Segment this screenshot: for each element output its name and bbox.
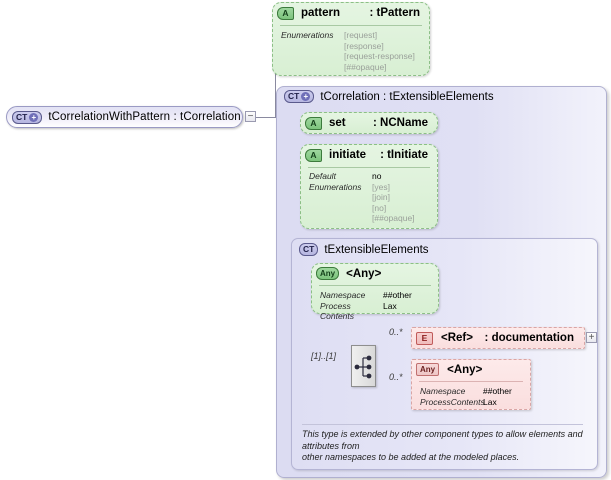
prop-key-spacer — [281, 62, 344, 73]
container-tCorrelation-label: tCorrelation : tExtensibleElements — [320, 90, 494, 103]
element-box-ref[interactable]: E <Ref> : documentation — [411, 327, 585, 349]
prop-value: [join] — [372, 192, 390, 202]
attribute-any-header: Any <Any> — [312, 264, 438, 283]
prop-value: [yes] — [372, 181, 390, 192]
attribute-initiate-header: A initiate : tInitiate — [301, 145, 437, 165]
sequence-compositor[interactable] — [351, 345, 376, 387]
attribute-box-initiate[interactable]: A initiate : tInitiate Default no Enumera… — [300, 144, 438, 229]
attribute-pattern-name: pattern — [301, 7, 340, 19]
element-badge-icon: E — [416, 331, 433, 345]
element-ref-header: E <Ref> : documentation — [412, 328, 584, 348]
prop-value: ##other — [383, 290, 412, 300]
prop-value: no — [372, 171, 382, 181]
documentation-text: This type is extended by other component… — [302, 429, 587, 464]
sequence-compositor-icon — [354, 355, 372, 379]
prop-key-spacer — [281, 41, 344, 52]
prop-key: Process Contents — [320, 300, 355, 322]
complex-type-badge-icon: CT+ — [284, 90, 315, 103]
prop-key: Enumerations — [281, 30, 334, 40]
element-any-name: <Any> — [447, 363, 483, 376]
prop-value: [##opaque] — [372, 213, 415, 223]
prop-key: ProcessContents — [420, 396, 485, 407]
attribute-pattern-type: : tPattern — [369, 7, 420, 19]
any-badge-icon: Any — [316, 267, 340, 280]
prop-key: Enumerations — [309, 181, 362, 192]
any-element-cardinality-label: 0..* — [389, 372, 403, 382]
prop-value: Lax — [483, 396, 497, 407]
ref-expand-toggle[interactable]: + — [586, 332, 597, 343]
divider — [419, 381, 523, 382]
connector-root-vertical — [275, 40, 276, 118]
root-node-label: tCorrelationWithPattern : tCorrelation — [48, 111, 241, 123]
prop-key-spacer — [309, 213, 372, 224]
plus-circle-icon: + — [301, 92, 311, 101]
attribute-any-name: <Any> — [346, 267, 382, 280]
element-any-header: Any <Any> — [412, 360, 530, 379]
attribute-pattern-properties: Enumerations [request] [response] [reques… — [281, 30, 423, 72]
container-tCorrelation-title: CT+ tCorrelation : tExtensibleElements — [284, 90, 494, 103]
attribute-box-set[interactable]: A set : NCName — [300, 112, 438, 134]
any-badge-icon: Any — [416, 363, 440, 376]
attribute-box-pattern[interactable]: A pattern : tPattern Enumerations [reques… — [272, 2, 430, 76]
attribute-pattern-header: A pattern : tPattern — [273, 3, 429, 23]
attribute-any-properties: Namespace ##other Process Contents Lax — [320, 290, 432, 322]
attribute-badge-icon: A — [305, 148, 322, 162]
connector-root-right — [255, 117, 275, 118]
divider — [308, 167, 430, 168]
element-ref-name: <Ref> — [441, 332, 473, 344]
complex-type-badge-icon: CT+ — [12, 110, 43, 124]
prop-value: ##other — [483, 386, 512, 396]
attribute-initiate-type: : tInitiate — [380, 149, 428, 161]
prop-value: [request] — [344, 30, 378, 40]
prop-key: Namespace — [320, 290, 366, 300]
ref-cardinality-label: 0..* — [389, 327, 403, 337]
documentation-line-3: other namespaces to be added at the mode… — [302, 452, 520, 462]
sequence-cardinality-label: [1]..[1] — [311, 351, 337, 361]
container-tExtensibleElements-label: tExtensibleElements — [324, 243, 429, 256]
divider — [319, 285, 431, 286]
element-ref-type: : documentation — [484, 332, 574, 344]
element-box-any[interactable]: Any <Any> Namespace ##other ProcessConten… — [411, 359, 531, 410]
prop-key: Namespace — [420, 386, 466, 396]
attribute-initiate-name: initiate — [329, 149, 367, 161]
complex-type-badge-icon: CT — [299, 243, 319, 256]
prop-value: Lax — [383, 300, 397, 311]
prop-key-spacer — [309, 203, 372, 214]
documentation-line-1: This type is extended by other component… — [302, 429, 583, 439]
prop-value: [no] — [372, 202, 387, 213]
root-collapse-toggle[interactable]: − — [245, 111, 256, 122]
attribute-set-name: set — [329, 117, 346, 129]
attribute-badge-icon: A — [305, 116, 322, 130]
attribute-badge-icon: A — [277, 6, 294, 20]
prop-key-spacer — [309, 192, 372, 203]
container-tExtensibleElements-title: CT tExtensibleElements — [299, 243, 429, 256]
prop-value: [request-response] — [344, 51, 415, 61]
root-node-tCorrelationWithPattern[interactable]: CT+ tCorrelationWithPattern : tCorrelati… — [6, 106, 243, 128]
attribute-box-any[interactable]: Any <Any> Namespace ##other Process Conte… — [311, 263, 439, 321]
documentation-divider — [302, 424, 583, 425]
prop-key: Default — [309, 171, 336, 181]
attribute-set-type: : NCName — [373, 117, 428, 129]
documentation-line-2: attributes from — [302, 440, 360, 451]
prop-key-spacer — [281, 51, 344, 62]
attribute-set-header: A set : NCName — [301, 113, 437, 133]
plus-circle-icon: + — [29, 112, 39, 122]
divider — [280, 25, 422, 26]
prop-value: [##opaque] — [344, 61, 387, 72]
prop-value: [response] — [344, 40, 384, 51]
